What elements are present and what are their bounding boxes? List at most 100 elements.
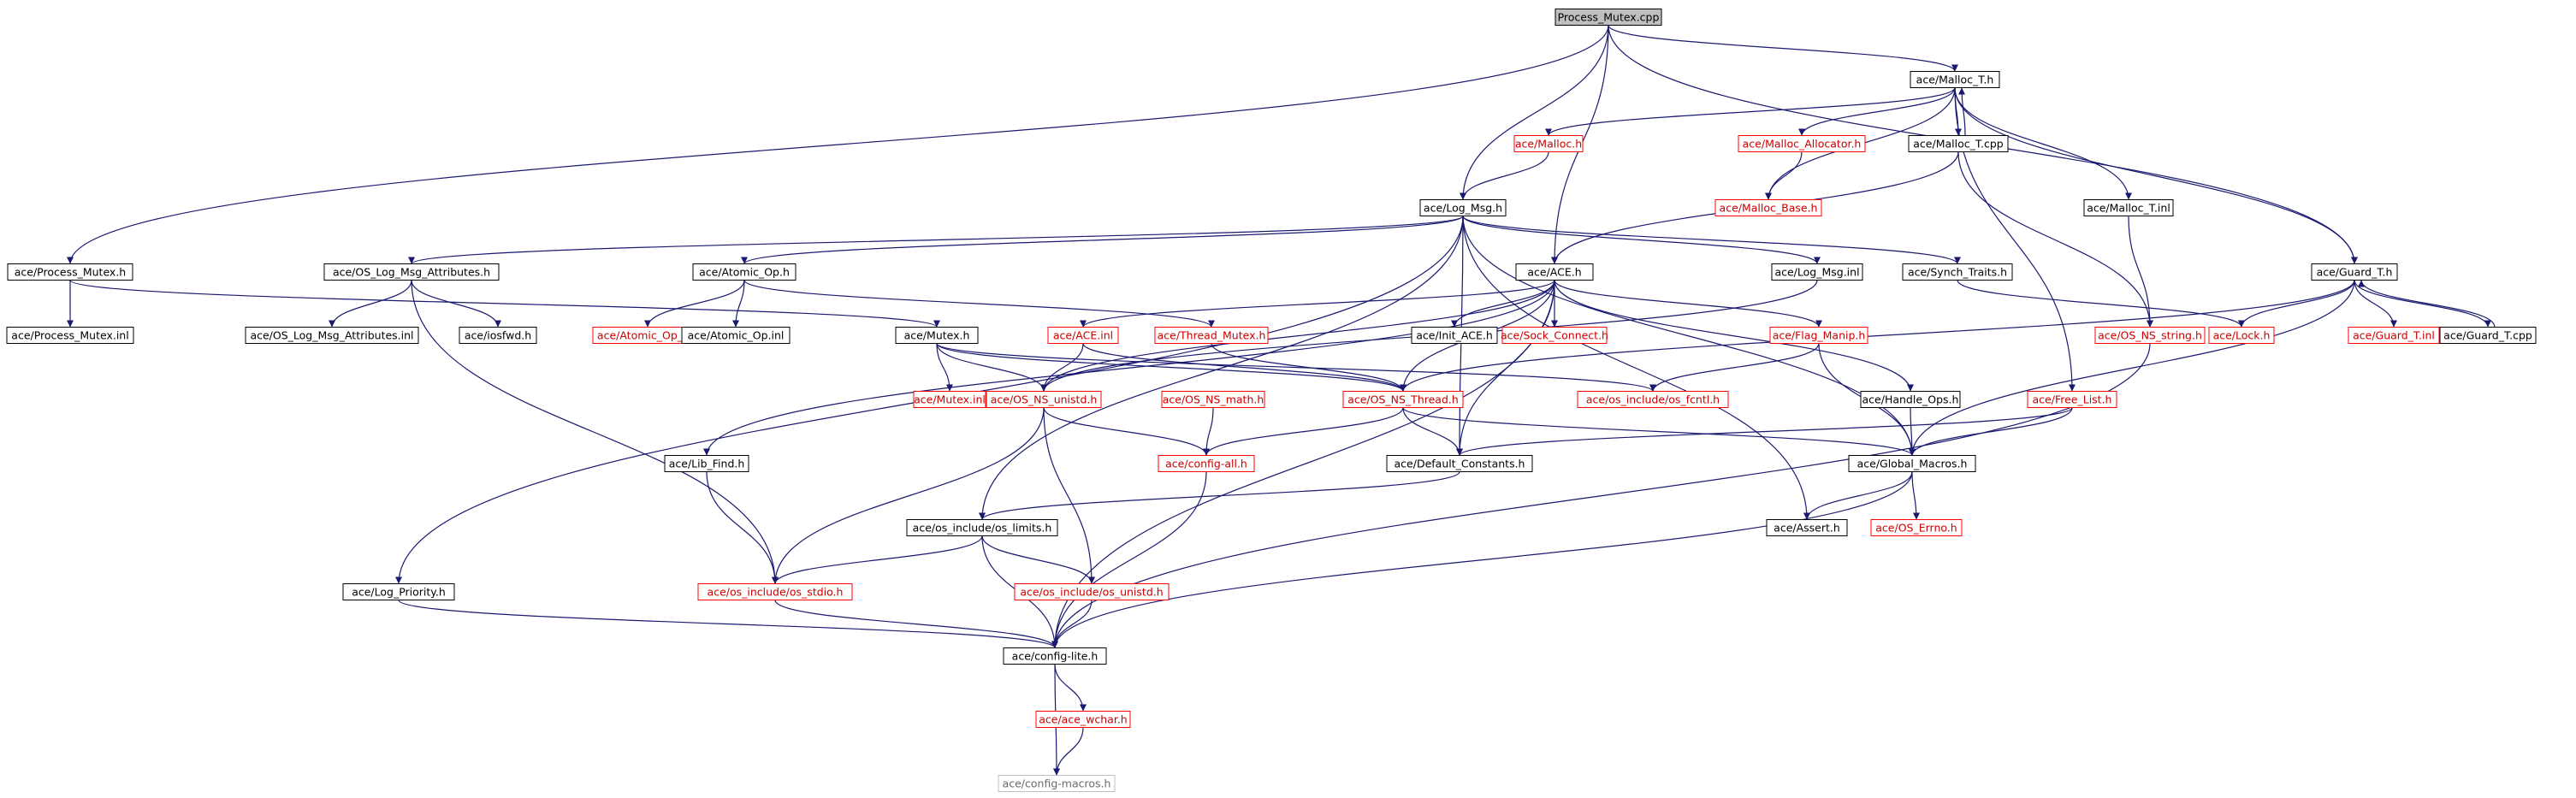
node-atomic-op-inl[interactable]: ace/Atomic_Op.inl bbox=[681, 327, 791, 344]
edge-os-log-msg-attributes-h-to-os-include-os-stdio-h bbox=[411, 280, 779, 584]
node-process-mutex-h[interactable]: ace/Process_Mutex.h bbox=[7, 263, 133, 281]
node-malloc-h[interactable]: ace/Malloc.h bbox=[1513, 135, 1584, 152]
node-label: ace/Malloc_Base.h bbox=[1720, 202, 1818, 215]
node-label: ace/Atomic_Op.inl bbox=[688, 329, 785, 342]
node-default-constants-h[interactable]: ace/Default_Constants.h bbox=[1386, 455, 1533, 472]
node-lock-h[interactable]: ace/Lock.h bbox=[2208, 327, 2275, 344]
node-process-mutex-cpp: Process_Mutex.cpp bbox=[1554, 9, 1662, 26]
edge-os-ns-thread-h-to-default-constants-h bbox=[1402, 407, 1463, 456]
edge-guard-t-h-to-lock-h bbox=[2238, 280, 2355, 328]
node-atomic-op-t-h[interactable]: ace/Atomic_Op_T.h bbox=[592, 327, 703, 344]
node-box bbox=[986, 391, 1102, 408]
node-malloc-t-cpp[interactable]: ace/Malloc_T.cpp bbox=[1908, 135, 2009, 152]
edge-guard-t-h-to-global-macros-h bbox=[1909, 280, 2355, 456]
node-os-include-os-unistd-h[interactable]: ace/os_include/os_unistd.h bbox=[1014, 583, 1170, 600]
node-label: ace/Lib_Find.h bbox=[669, 458, 745, 470]
node-label: ace/Process_Mutex.inl bbox=[11, 329, 128, 342]
node-config-all-h[interactable]: ace/config-all.h bbox=[1158, 455, 1255, 472]
node-atomic-op-h[interactable]: ace/Atomic_Op.h bbox=[692, 263, 796, 281]
node-box bbox=[2094, 327, 2206, 344]
edge-ace-h-to-lib-find-h bbox=[703, 280, 1555, 456]
node-malloc-t-h[interactable]: ace/Malloc_T.h bbox=[1910, 71, 2000, 88]
node-box bbox=[1154, 327, 1269, 344]
node-malloc-base-h[interactable]: ace/Malloc_Base.h bbox=[1714, 199, 1822, 216]
node-box bbox=[681, 327, 791, 344]
node-os-ns-string-h[interactable]: ace/OS_NS_string.h bbox=[2094, 327, 2206, 344]
node-guard-t-cpp[interactable]: ace/Guard_T.cpp bbox=[2439, 327, 2537, 344]
edge-log-msg-h-to-atomic-op-h bbox=[741, 215, 1464, 265]
node-log-priority-h[interactable]: ace/Log_Priority.h bbox=[342, 583, 455, 600]
node-os-include-os-stdio-h[interactable]: ace/os_include/os_stdio.h bbox=[697, 583, 853, 600]
node-ace-wchar-h[interactable]: ace/ace_wchar.h bbox=[1035, 711, 1131, 728]
node-os-ns-math-h[interactable]: ace/OS_NS_math.h bbox=[1161, 391, 1265, 408]
edge-process-mutex-h-to-mutex-h bbox=[69, 279, 940, 328]
node-label: ace/Malloc_T.inl bbox=[2087, 202, 2170, 215]
edge-free-list-h-to-global-macros-h bbox=[1909, 407, 2073, 456]
node-log-msg-inl[interactable]: ace/Log_Msg.inl bbox=[1771, 263, 1863, 281]
edge-malloc-t-cpp-to-os-ns-string-h bbox=[1957, 151, 2153, 328]
node-box bbox=[1738, 135, 1866, 152]
node-sock-connect-h[interactable]: ace/Sock_Connect.h bbox=[1501, 327, 1608, 344]
node-thread-mutex-h[interactable]: ace/Thread_Mutex.h bbox=[1154, 327, 1269, 344]
node-free-list-h[interactable]: ace/Free_List.h bbox=[2027, 391, 2117, 408]
node-handle-ops-h[interactable]: ace/Handle_Ops.h bbox=[1860, 391, 1961, 408]
node-box bbox=[1513, 135, 1584, 152]
node-label: ace/OS_NS_Thread.h bbox=[1347, 393, 1459, 406]
node-global-macros-h[interactable]: ace/Global_Macros.h bbox=[1848, 455, 1976, 472]
node-mutex-inl[interactable]: ace/Mutex.inl bbox=[913, 391, 986, 408]
edge-global-macros-h-to-config-lite-h bbox=[1051, 471, 1913, 648]
node-label: ace/Log_Msg.inl bbox=[1774, 266, 1859, 279]
node-log-msg-h[interactable]: ace/Log_Msg.h bbox=[1419, 199, 1507, 216]
node-os-errno-h[interactable]: ace/OS_Errno.h bbox=[1870, 519, 1963, 536]
node-os-ns-unistd-h[interactable]: ace/OS_NS_unistd.h bbox=[986, 391, 1102, 408]
node-box bbox=[1714, 199, 1822, 216]
node-label: ace/Guard_T.cpp bbox=[2443, 329, 2532, 342]
node-box bbox=[664, 455, 749, 472]
node-os-include-os-fcntl-h[interactable]: ace/os_include/os_fcntl.h bbox=[1577, 391, 1729, 408]
node-synch-traits-h[interactable]: ace/Synch_Traits.h bbox=[1902, 263, 2013, 281]
node-guard-t-inl[interactable]: ace/Guard_T.inl bbox=[2348, 327, 2440, 344]
node-process-mutex-inl[interactable]: ace/Process_Mutex.inl bbox=[6, 327, 134, 344]
node-config-lite-h[interactable]: ace/config-lite.h bbox=[1003, 647, 1107, 665]
edge-free-list-h-to-default-constants-h bbox=[1456, 406, 2073, 457]
node-box bbox=[1035, 711, 1131, 728]
edge-os-ns-unistd-h-to-config-all-h bbox=[1043, 407, 1210, 456]
node-ace-inl[interactable]: ace/ACE.inl bbox=[1047, 327, 1119, 344]
node-label: ace/Mutex.h bbox=[904, 329, 970, 342]
node-mutex-h[interactable]: ace/Mutex.h bbox=[895, 327, 979, 344]
node-box bbox=[1771, 263, 1863, 281]
node-ace-h[interactable]: ace/ACE.h bbox=[1515, 263, 1594, 281]
node-os-log-msg-attributes-inl[interactable]: ace/OS_Log_Msg_Attributes.inl bbox=[245, 327, 419, 344]
node-guard-t-h[interactable]: ace/Guard_T.h bbox=[2311, 263, 2398, 281]
node-label: ace/OS_Log_Msg_Attributes.h bbox=[333, 266, 490, 279]
node-label: ace/Free_List.h bbox=[2033, 393, 2112, 406]
node-label: ace/os_include/os_unistd.h bbox=[1020, 586, 1163, 599]
edge-mutex-h-to-os-ns-unistd-h bbox=[936, 343, 1047, 392]
node-assert-h[interactable]: ace/Assert.h bbox=[1766, 519, 1848, 536]
node-malloc-allocator-h[interactable]: ace/Malloc_Allocator.h bbox=[1738, 135, 1866, 152]
node-init-ace-h[interactable]: ace/Init_ACE.h bbox=[1411, 327, 1498, 344]
node-box bbox=[697, 583, 853, 600]
edge-ace-inl-to-os-ns-thread-h bbox=[1082, 343, 1406, 392]
node-os-log-msg-attributes-h[interactable]: ace/OS_Log_Msg_Attributes.h bbox=[323, 263, 500, 281]
edge-mutex-h-to-os-include-os-fcntl-h bbox=[936, 342, 1656, 393]
node-box bbox=[1386, 455, 1533, 472]
edge-os-ns-unistd-h-to-os-include-os-stdio-h bbox=[772, 407, 1045, 584]
node-os-include-os-limits-h[interactable]: ace/os_include/os_limits.h bbox=[906, 519, 1058, 536]
node-iosfwd-h[interactable]: ace/iosfwd.h bbox=[459, 327, 537, 344]
edge-default-constants-h-to-os-include-os-limits-h bbox=[979, 470, 1460, 521]
node-label: ace/Assert.h bbox=[1774, 522, 1840, 535]
node-label: ace/Process_Mutex.h bbox=[15, 266, 126, 279]
node-malloc-t-inl[interactable]: ace/Malloc_T.inl bbox=[2083, 199, 2174, 216]
edge-os-log-msg-attributes-h-to-iosfwd-h bbox=[411, 280, 501, 328]
node-flag-manip-h[interactable]: ace/Flag_Manip.h bbox=[1769, 327, 1868, 344]
node-label: ace/os_include/os_limits.h bbox=[913, 522, 1052, 535]
node-box bbox=[1158, 455, 1255, 472]
node-label: ace/OS_Errno.h bbox=[1875, 522, 1957, 535]
node-label: ace/Sock_Connect.h bbox=[1501, 329, 1608, 342]
node-os-ns-thread-h[interactable]: ace/OS_NS_Thread.h bbox=[1342, 391, 1464, 408]
node-box bbox=[342, 583, 455, 600]
node-label: ace/Log_Priority.h bbox=[352, 586, 446, 599]
node-config-macros-h[interactable]: ace/config-macros.h bbox=[998, 775, 1116, 792]
node-lib-find-h[interactable]: ace/Lib_Find.h bbox=[664, 455, 749, 472]
